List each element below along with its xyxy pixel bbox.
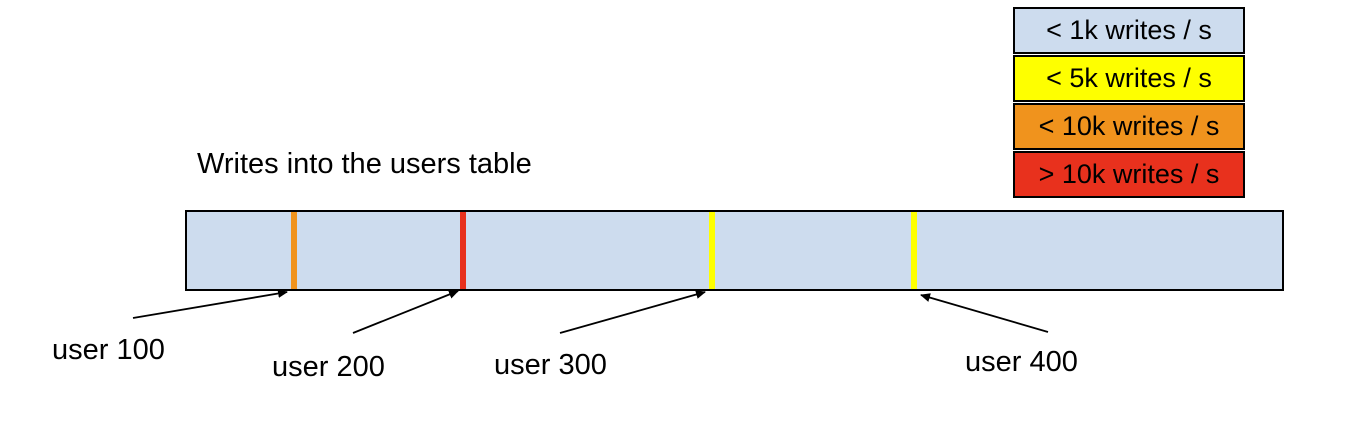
legend-item-label: > 10k writes / s xyxy=(1038,159,1220,189)
diagram-title: Writes into the users table xyxy=(197,148,532,180)
label-user-300: user 300 xyxy=(494,349,607,381)
label-user-200: user 200 xyxy=(272,351,385,383)
hotspot-stripe-user-400 xyxy=(911,212,917,289)
legend-item-label: < 1k writes / s xyxy=(1046,15,1212,45)
arrow-user-400 xyxy=(920,293,1049,333)
arrow-user-300 xyxy=(559,290,706,334)
legend: < 1k writes / s < 5k writes / s < 10k wr… xyxy=(1013,7,1245,198)
arrow-user-100 xyxy=(132,289,288,319)
hotspot-stripe-user-100 xyxy=(291,212,297,289)
label-user-100: user 100 xyxy=(52,334,165,366)
legend-item-label: < 5k writes / s xyxy=(1046,63,1212,93)
legend-item-lt-10k: < 10k writes / s xyxy=(1013,103,1245,150)
hotspot-stripe-user-200 xyxy=(460,212,466,289)
legend-item-lt-5k: < 5k writes / s xyxy=(1013,55,1245,102)
legend-item-gt-10k: > 10k writes / s xyxy=(1013,151,1245,198)
users-table-bar xyxy=(185,210,1284,291)
hotspot-stripe-user-300 xyxy=(709,212,715,289)
legend-item-lt-1k: < 1k writes / s xyxy=(1013,7,1245,54)
legend-item-label: < 10k writes / s xyxy=(1038,111,1220,141)
label-user-400: user 400 xyxy=(965,346,1078,378)
arrow-user-200 xyxy=(352,290,459,334)
